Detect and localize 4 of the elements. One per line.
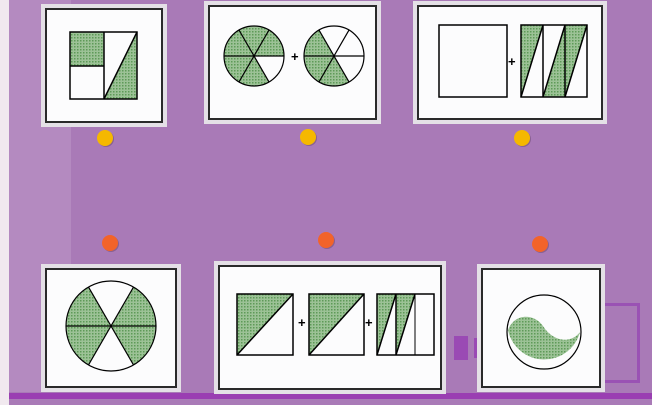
plus-sign: + [298,316,306,329]
plus-sign: + [508,55,516,68]
plus-sign: + [291,50,299,63]
plus-sign: + [365,316,373,329]
